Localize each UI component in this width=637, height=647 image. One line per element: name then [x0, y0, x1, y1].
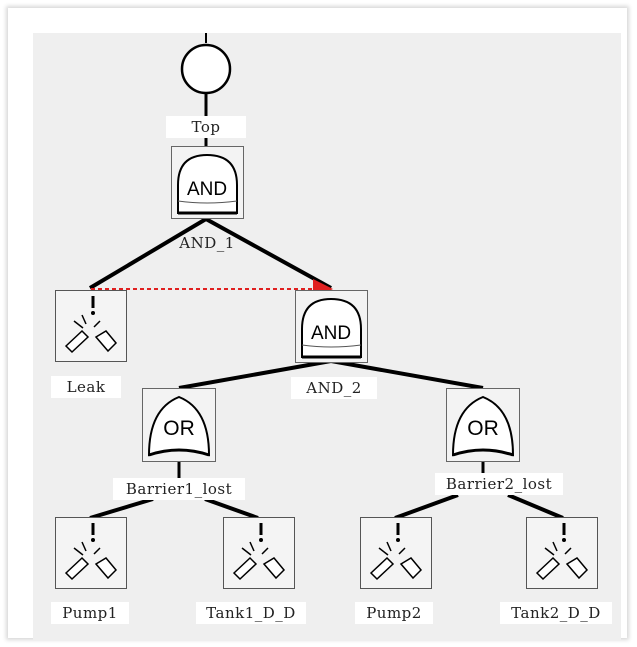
- basic-event-leak[interactable]: [55, 290, 127, 362]
- edge-and1-and2: [205, 217, 332, 290]
- edge-and1-leak: [88, 217, 208, 290]
- gate-label-barrier1: Barrier1_lost: [113, 478, 245, 500]
- circle-transfer-icon[interactable]: [180, 43, 232, 95]
- basic-event-tank1[interactable]: [223, 517, 295, 589]
- failure-event-icon: [64, 523, 118, 581]
- edge-barrier2-pump2-b: [394, 493, 459, 520]
- event-label-leak: Leak: [51, 376, 121, 398]
- svg-text:AND: AND: [311, 323, 351, 344]
- gate-label-barrier2: Barrier2_lost: [435, 473, 563, 495]
- edge-barrier1-pump1-b: [89, 497, 154, 520]
- failure-event-icon: [64, 296, 118, 354]
- edge-barrier2-tank2: [507, 493, 564, 520]
- edge-and2-barrier2: [330, 359, 484, 390]
- and-gate-icon: AND: [177, 153, 238, 215]
- basic-event-tank2[interactable]: [526, 517, 598, 589]
- and-gate-2[interactable]: AND: [295, 290, 368, 363]
- event-label-tank2: Tank2_D_D: [500, 602, 612, 624]
- svg-text:OR: OR: [163, 417, 195, 440]
- failure-event-icon: [232, 523, 286, 581]
- or-gate-barrier2[interactable]: OR: [446, 388, 520, 462]
- edge-barrier1-tank1: [204, 497, 259, 520]
- failure-event-icon: [535, 523, 589, 581]
- or-gate-icon: OR: [451, 395, 515, 457]
- and-gate-1[interactable]: AND: [171, 146, 244, 219]
- event-label-pump1: Pump1: [51, 602, 129, 624]
- svg-text:AND: AND: [187, 179, 227, 200]
- event-label-tank1: Tank1_D_D: [196, 602, 306, 624]
- edges-layer: [88, 93, 564, 520]
- edge-and2-barrier1: [178, 359, 332, 390]
- basic-event-pump1[interactable]: [55, 517, 127, 589]
- fault-tree-canvas: Top AND AND_1 Leak: [33, 33, 621, 641]
- or-gate-icon: OR: [147, 395, 211, 457]
- event-label-pump2: Pump2: [355, 602, 433, 624]
- diagram-frame: Top AND AND_1 Leak: [8, 8, 627, 641]
- gate-label-and1: AND_1: [179, 234, 235, 252]
- and-gate-icon: AND: [301, 297, 362, 359]
- shapes-layer: [180, 33, 232, 95]
- failure-event-icon: [369, 523, 423, 581]
- top-label: Top: [166, 116, 246, 138]
- gate-label-and2: AND_2: [291, 377, 377, 399]
- or-gate-barrier1[interactable]: OR: [142, 388, 216, 462]
- basic-event-pump2[interactable]: [360, 517, 432, 589]
- svg-text:OR: OR: [467, 417, 499, 440]
